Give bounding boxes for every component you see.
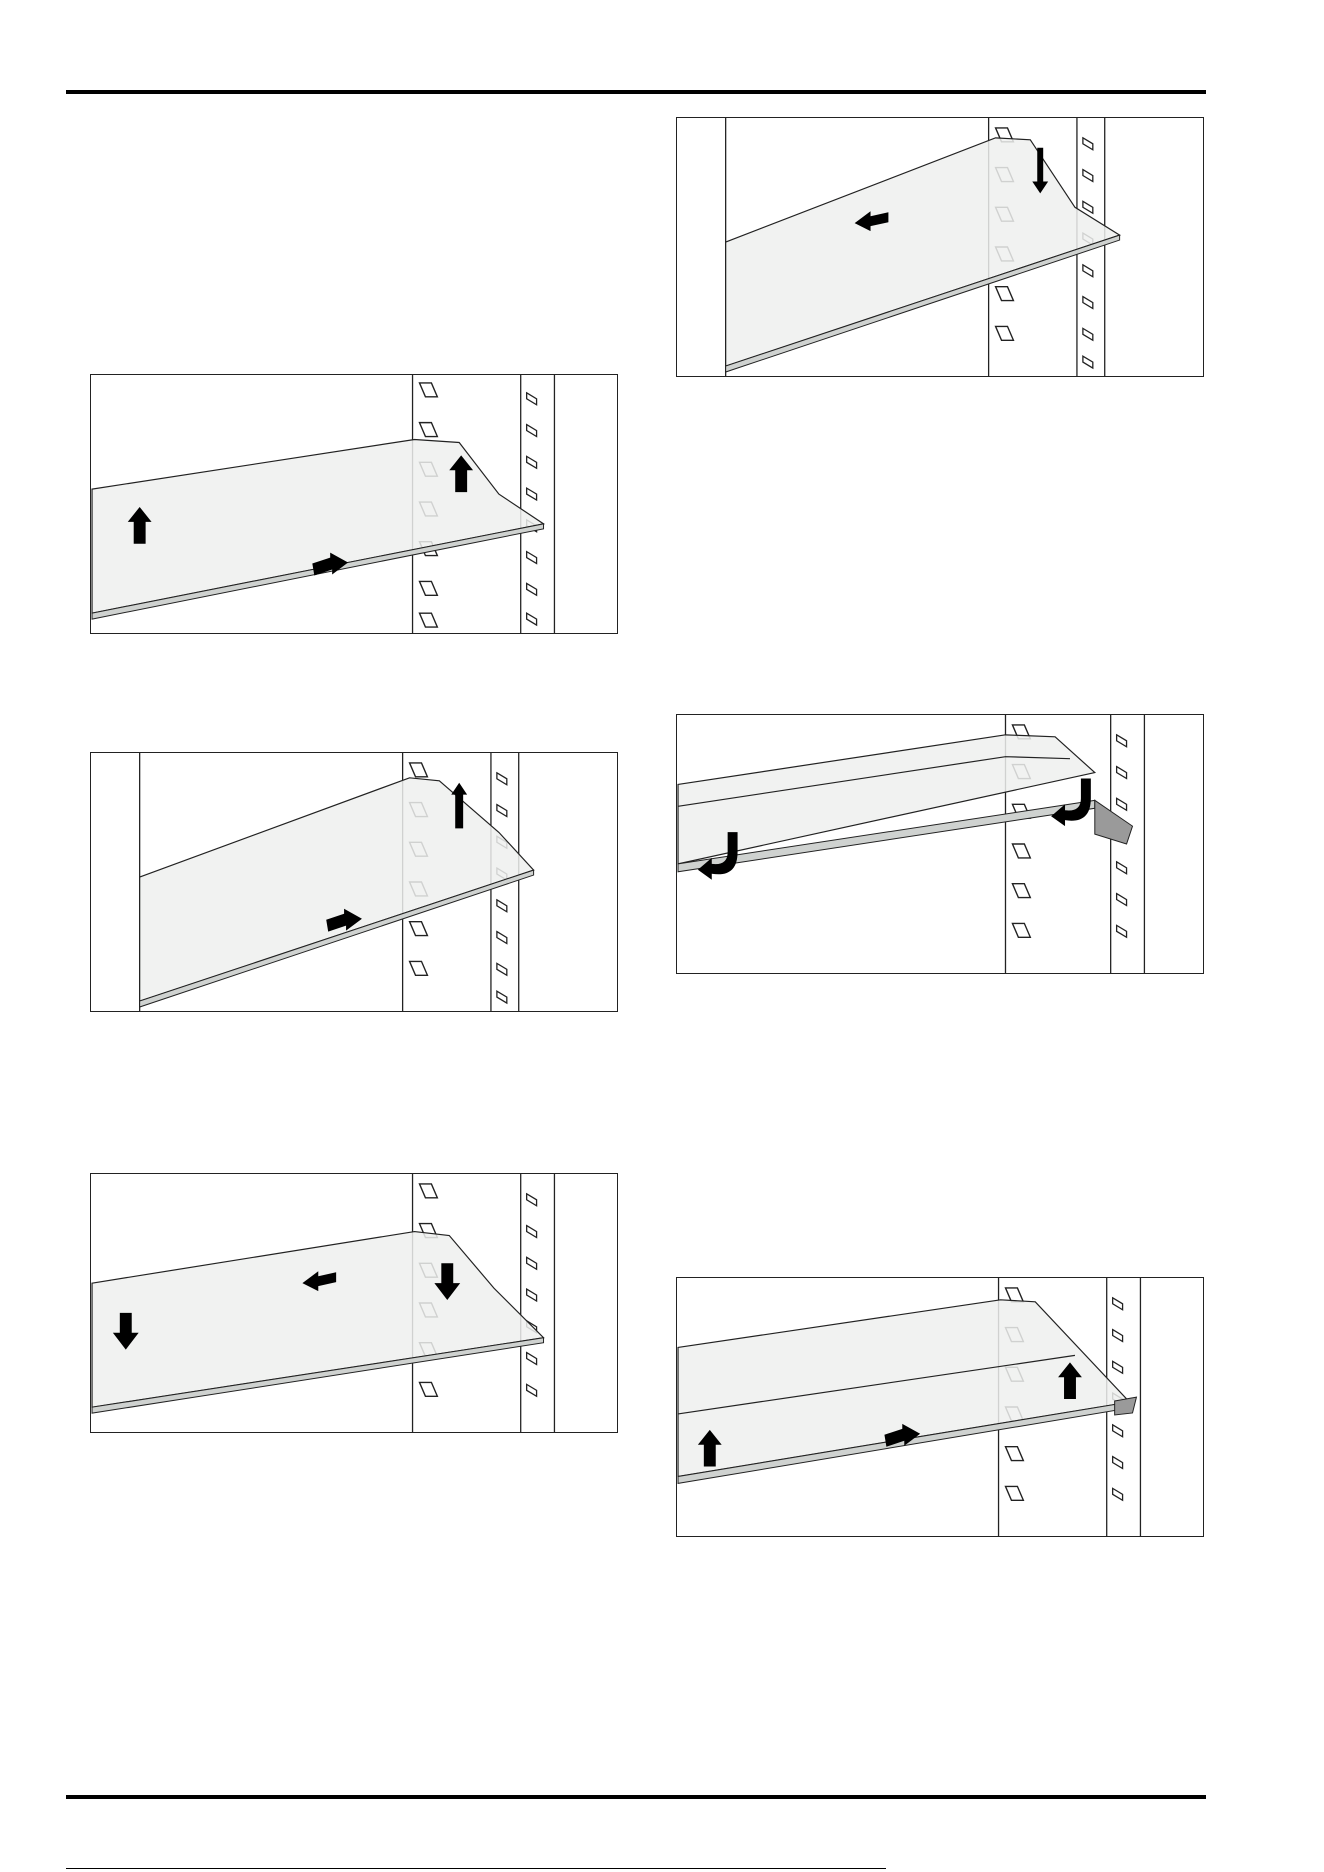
shelf-illustration xyxy=(677,1278,1203,1536)
shelf-rail-front xyxy=(527,393,537,625)
shelf-illustration xyxy=(91,753,617,1011)
shelf-illustration xyxy=(677,715,1203,973)
glass-shelf xyxy=(726,138,1120,366)
footer-rule xyxy=(66,1868,886,1869)
bottom-rule xyxy=(66,1795,1206,1799)
shelf-rail-front xyxy=(1083,138,1093,368)
glass-shelf xyxy=(678,1300,1130,1477)
top-rule xyxy=(66,90,1206,94)
shelf-rail-front xyxy=(497,773,507,1003)
shelf-edge-trim-removal xyxy=(676,714,1204,974)
shelf-illustration xyxy=(91,375,617,633)
shelf-rail-front xyxy=(527,1194,537,1396)
shelf-removal-step-2 xyxy=(90,752,618,1012)
shelf-illustration xyxy=(91,1174,617,1432)
glass-shelf xyxy=(92,440,544,614)
shelf-insertion-step-1 xyxy=(90,1173,618,1433)
glass-shelf xyxy=(92,1232,544,1408)
curved-arrow-icon xyxy=(1051,779,1091,827)
shelf-illustration xyxy=(677,118,1203,376)
shelf-with-trim-removal xyxy=(676,1277,1204,1537)
shelf-removal-step-1 xyxy=(90,374,618,634)
glass-shelf xyxy=(678,735,1095,864)
shelf-insertion-step-2 xyxy=(676,117,1204,377)
